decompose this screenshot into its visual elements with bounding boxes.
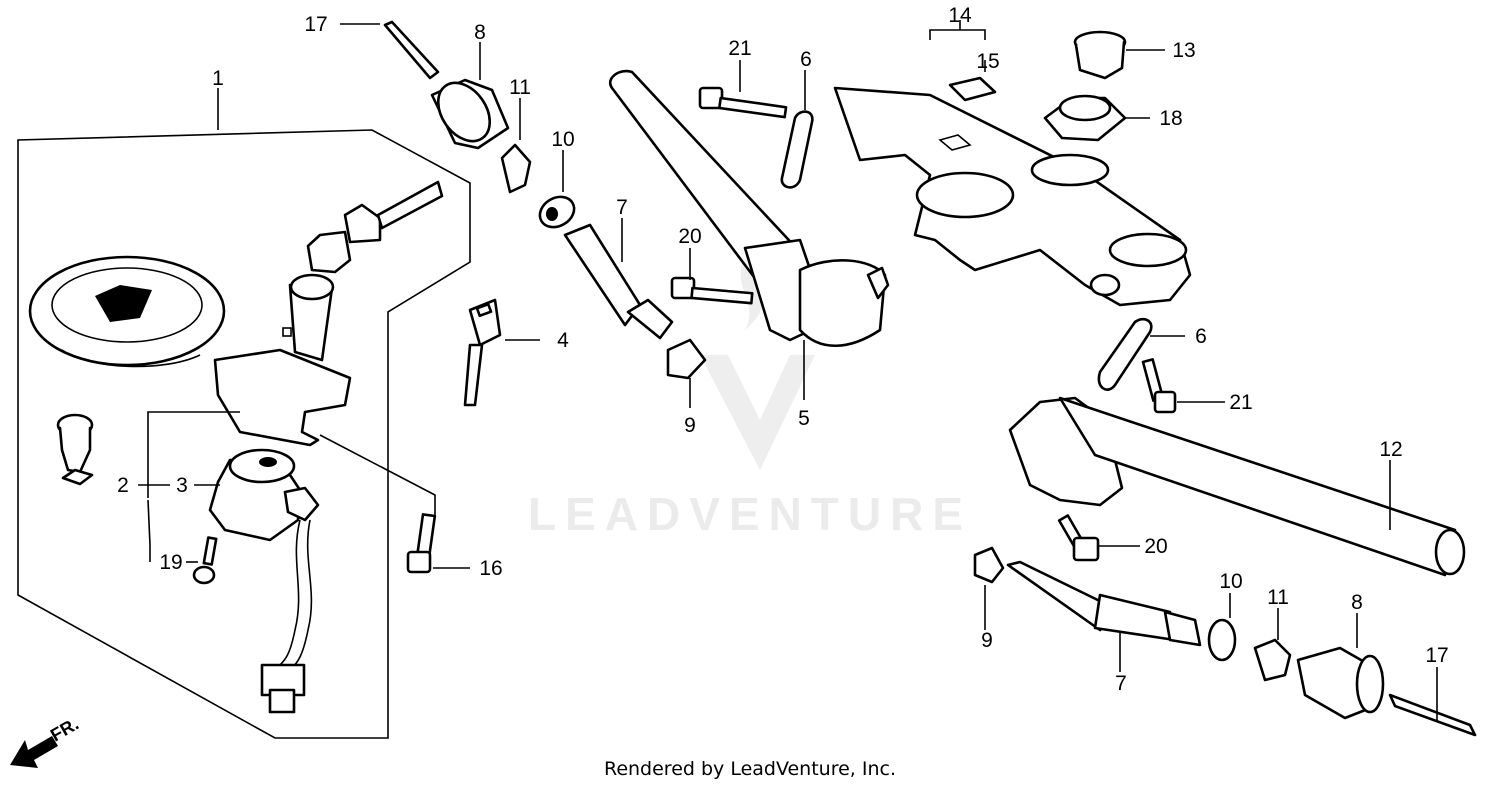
leader-lines	[138, 20, 1438, 720]
plate-6-lower	[1097, 317, 1153, 391]
watermark: LEADVENTURE	[528, 255, 972, 540]
callout-17-upper: 17	[304, 13, 327, 36]
callout-11-lower: 11	[1267, 586, 1289, 609]
left-handlebar	[609, 69, 890, 348]
callout-2: 2	[117, 474, 129, 497]
seal-plate-15	[948, 76, 997, 102]
callout-9-upper: 9	[684, 414, 696, 437]
callout-3: 3	[176, 474, 188, 497]
callout-21-upper: 21	[728, 37, 751, 60]
plate-6-upper	[780, 110, 814, 189]
callout-13: 13	[1172, 39, 1195, 62]
callout-14: 14	[948, 4, 972, 27]
callout-17-lower: 17	[1425, 644, 1448, 667]
callout-8-lower: 8	[1351, 591, 1363, 614]
callout-16: 16	[479, 557, 502, 580]
callout-11-upper: 11	[509, 76, 531, 99]
callout-20-lower: 20	[1144, 535, 1167, 558]
callout-4: 4	[557, 329, 569, 352]
callout-12: 12	[1379, 438, 1402, 461]
front-arrow-icon	[10, 736, 58, 768]
cap-13	[1073, 30, 1127, 80]
bolt-20-lower	[1057, 514, 1100, 562]
callout-5: 5	[798, 407, 810, 430]
left-bar-end-weight-group	[383, 20, 707, 380]
ignition-switch	[213, 180, 444, 447]
ignition-cover	[28, 255, 226, 368]
callout-10-lower: 10	[1219, 570, 1242, 593]
callout-10-upper: 10	[551, 128, 574, 151]
lock-cylinder	[208, 448, 320, 714]
callout-18: 18	[1159, 107, 1182, 130]
callout-21-lower: 21	[1229, 391, 1252, 414]
callout-20-upper: 20	[678, 225, 701, 248]
callout-7-lower: 7	[1115, 672, 1127, 695]
screw-16	[406, 513, 437, 574]
bolt-21-upper	[698, 86, 788, 119]
right-handlebar	[1008, 396, 1466, 577]
callout-19: 19	[159, 551, 182, 574]
right-bar-end-weight-group	[973, 546, 1477, 737]
key	[463, 298, 502, 407]
callout-9-lower: 9	[981, 629, 993, 652]
bolt-20-upper	[670, 276, 754, 305]
top-bridge	[833, 86, 1192, 307]
watermark-text: LEADVENTURE	[528, 488, 972, 540]
ignition-group-outline	[17, 129, 471, 739]
callout-1: 1	[212, 67, 224, 90]
callout-15: 15	[976, 50, 999, 73]
callouts: 1 2 3 4 5 6 6 7 7 8 8 9 9 10 10 11 11 12…	[117, 4, 1449, 695]
nut-18	[1043, 94, 1127, 142]
screw-19	[192, 536, 218, 585]
callout-6-lower: 6	[1195, 325, 1207, 348]
seal-grommet	[56, 413, 94, 486]
bolt-21-lower	[1141, 358, 1177, 414]
callout-8-upper: 8	[474, 21, 486, 44]
callout-7-upper: 7	[616, 196, 628, 219]
callout-6-upper: 6	[800, 48, 812, 71]
render-credit: Rendered by LeadVenture, Inc.	[603, 758, 897, 780]
